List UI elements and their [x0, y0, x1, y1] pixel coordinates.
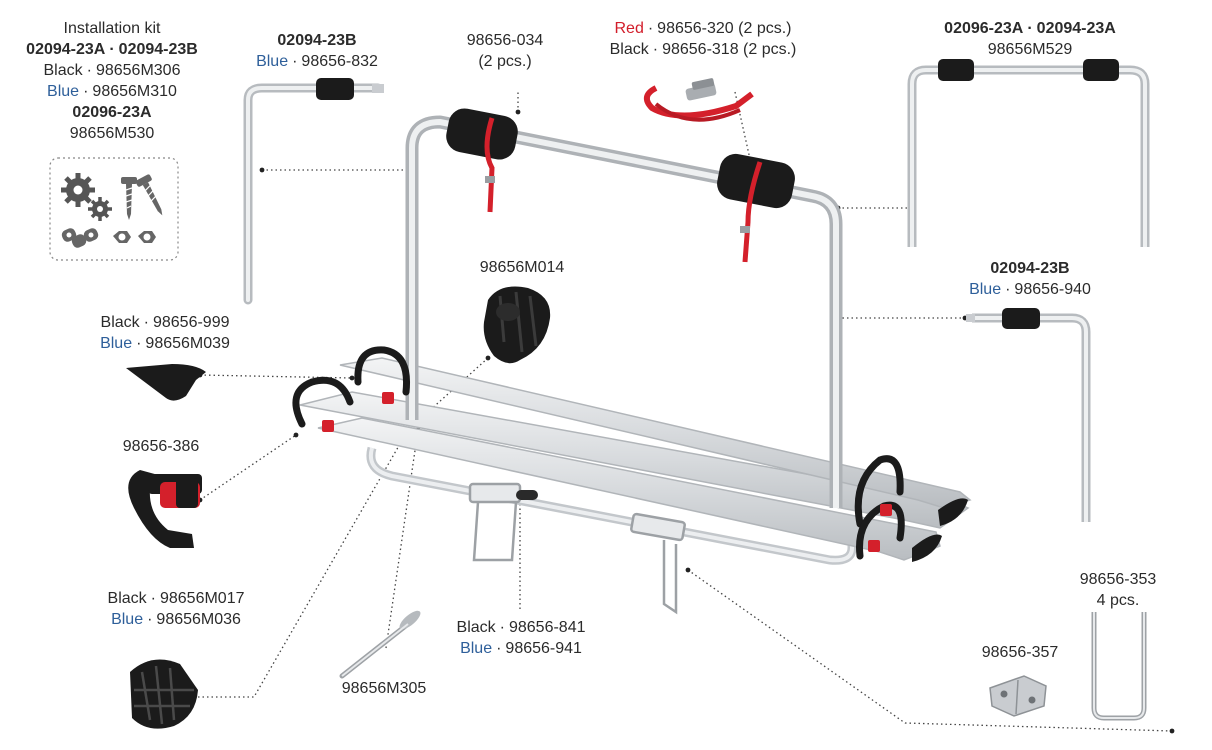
kit-black-label: Black	[43, 62, 83, 79]
kit-code-b: 02094-23B	[118, 41, 198, 58]
bracket-part	[130, 659, 198, 729]
top-right-bar-code-b: 02094-23A	[1036, 20, 1116, 37]
knob-label: 98656M014	[480, 257, 565, 278]
leader-bracket	[198, 429, 409, 698]
ratchet-strap-part	[128, 470, 202, 548]
right-bar-code-bold: 02094-23B	[990, 260, 1070, 277]
rail-holder-blue-separator: ·	[496, 640, 502, 657]
bracket-black-code: 98656M017	[159, 590, 245, 607]
rail-holder-black-code: 98656-841	[508, 619, 586, 636]
wheel-end-blue-label: Blue	[100, 335, 133, 352]
right-spare-bar	[966, 308, 1091, 522]
left-bar-blue-label: Blue	[256, 53, 289, 70]
wheel-end-blue-separator: ·	[136, 335, 142, 352]
kit-sub-code-bold: 02096-23A	[72, 104, 152, 121]
gear-icon	[61, 173, 112, 221]
straps-red-code: 98656-320 (2 pcs.)	[657, 20, 792, 37]
mounting-plate-part	[989, 675, 1047, 717]
straps-black-separator: ·	[652, 41, 659, 58]
bolt-label: 98656M305	[342, 678, 427, 699]
wheel-end-label: Black·98656-999 Blue·98656M039	[100, 312, 230, 354]
foam-blocks-label: 98656-034 (2 pcs.)	[467, 30, 544, 72]
right-bar-separator: ·	[1005, 281, 1011, 298]
bolt-code: 98656M305	[341, 680, 427, 697]
leader-ratchet-strap	[199, 434, 297, 501]
rail-holder-black-separator: ·	[499, 619, 505, 636]
main-carrier	[292, 108, 972, 615]
kit-blue-code: 98656M310	[92, 83, 177, 100]
wheel-end-black-separator: ·	[143, 314, 149, 331]
left-bar-code-bold: 02094-23B	[277, 32, 357, 49]
kit-title: Installation kit	[63, 20, 161, 37]
foam-blocks-code: 98656-034	[466, 32, 544, 49]
ratchet-strap-label: 98656-386	[123, 436, 200, 457]
straps-black-label: Black	[609, 41, 649, 58]
knob-code: 98656M014	[479, 259, 565, 276]
plate-code: 98656-357	[981, 644, 1059, 661]
left-spare-bar	[243, 78, 384, 305]
bracket-blue-separator: ·	[147, 611, 153, 628]
bolt-part	[339, 610, 421, 679]
top-right-bar-separator: ·	[1027, 20, 1033, 37]
top-right-bar-code-a: 02096-23A	[944, 20, 1024, 37]
kit-sub-code: 98656M530	[69, 125, 155, 142]
ratchet-strap-code: 98656-386	[122, 438, 200, 455]
knob-part	[483, 286, 551, 364]
straps-black-code: 98656-318 (2 pcs.)	[662, 41, 797, 58]
wheel-end-black-code: 98656-999	[152, 314, 230, 331]
left-bar-label: 02094-23B Blue·98656-832	[256, 30, 378, 72]
bracket-blue-code: 98656M036	[156, 611, 241, 628]
kit-black-code: 98656M306	[95, 62, 181, 79]
bracket-blue-label: Blue	[111, 611, 144, 628]
straps-label: Red·98656-320 (2 pcs.) Black·98656-318 (…	[610, 18, 797, 60]
installation-kit-box	[49, 157, 179, 261]
bracket-black-label: Black	[107, 590, 147, 607]
top-right-bar-label: 02096-23A·02094-23A 98656M529	[944, 18, 1116, 60]
kit-black-separator: ·	[86, 62, 92, 79]
rail-holder-black-label: Black	[456, 619, 496, 636]
kit-codes-separator: ·	[109, 41, 115, 58]
u-bolt-qty: 4 pcs.	[1096, 592, 1140, 609]
foam-blocks-qty: (2 pcs.)	[478, 53, 532, 70]
kit-blue-separator: ·	[83, 83, 89, 100]
rail-holder-blue-label: Blue	[460, 640, 493, 657]
u-bolt-label: 98656-353 4 pcs.	[1080, 569, 1157, 611]
leader-bolt	[385, 429, 419, 649]
bracket-label: Black·98656M017 Blue·98656M036	[108, 588, 245, 630]
straps-red-separator: ·	[647, 20, 654, 37]
kit-code-a: 02094-23A	[26, 41, 106, 58]
left-bar-separator: ·	[292, 53, 298, 70]
right-bar-code: 98656-940	[1014, 281, 1091, 298]
rail-holder-blue-code: 98656-941	[505, 640, 582, 657]
kit-blue-label: Blue	[47, 83, 80, 100]
left-bar-code: 98656-832	[301, 53, 378, 70]
link-chain-icon	[61, 228, 99, 248]
leader-u-bolt	[687, 569, 1173, 732]
bracket-black-separator: ·	[150, 590, 156, 607]
u-bolt-part	[1091, 612, 1147, 721]
right-bar-label: 02094-23B Blue·98656-940	[969, 258, 1091, 300]
rail-holder-label: Black·98656-841 Blue·98656-941	[457, 617, 586, 659]
wheel-end-cap-part	[126, 364, 206, 401]
top-right-bar-code: 98656M529	[987, 41, 1073, 58]
u-bolt-code: 98656-353	[1079, 571, 1157, 588]
nut-icon	[113, 231, 156, 243]
right-bar-blue-label: Blue	[969, 281, 1002, 298]
top-right-spare-bar	[907, 59, 1150, 247]
wheel-end-blue-code: 98656M039	[145, 335, 230, 352]
plate-label: 98656-357	[982, 642, 1059, 663]
screw-icon	[121, 174, 163, 220]
straps-red-label: Red	[614, 20, 644, 37]
red-strap-part	[643, 78, 754, 122]
installation-kit-label: Installation kit 02094-23A·02094-23B Bla…	[26, 18, 198, 144]
wheel-end-black-label: Black	[100, 314, 140, 331]
